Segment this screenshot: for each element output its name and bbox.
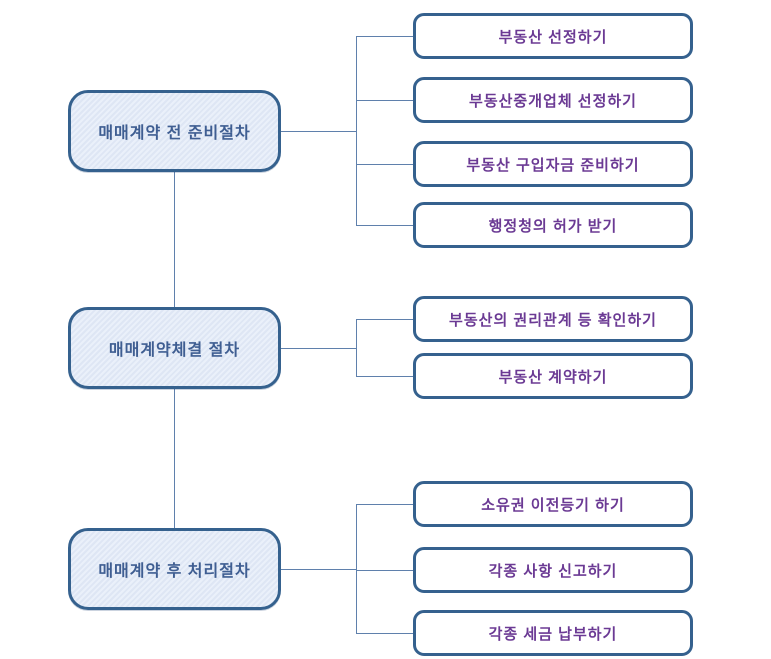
stage-box-contract-conclusion[interactable]: 매매계약체결 절차 — [68, 307, 281, 389]
stage1-step3-stub-line — [356, 164, 413, 165]
stage3-branch-line — [281, 569, 356, 570]
stage2-trunk-line — [356, 319, 357, 377]
stage-box-label: 매매계약 전 준비절차 — [98, 125, 251, 142]
stage1-trunk-line — [356, 36, 357, 226]
stage2-step2-stub-line — [356, 376, 413, 377]
step-box-label: 소유권 이전등기 하기 — [481, 496, 625, 514]
stage3-step2-stub-line — [356, 570, 413, 571]
stage1-branch-line — [281, 131, 356, 132]
stage3-step3-stub-line — [356, 633, 413, 634]
step-box-sign-contract[interactable]: 부동산 계약하기 — [413, 353, 693, 399]
step-box-pay-taxes[interactable]: 각종 세금 납부하기 — [413, 610, 693, 656]
stage-box-post-contract[interactable]: 매매계약 후 처리절차 — [68, 528, 281, 610]
step-box-label: 각종 세금 납부하기 — [488, 625, 618, 643]
step-box-obtain-permission[interactable]: 행정청의 허가 받기 — [413, 202, 693, 248]
step-box-label: 각종 사항 신고하기 — [488, 562, 618, 580]
stage3-step1-stub-line — [356, 504, 413, 505]
step-box-label: 부동산 구입자금 준비하기 — [466, 156, 640, 174]
stage1-step1-stub-line — [356, 36, 413, 37]
step-box-prepare-funds[interactable]: 부동산 구입자금 준비하기 — [413, 141, 693, 187]
step-box-label: 부동산중개업체 선정하기 — [469, 92, 637, 110]
stage-box-label: 매매계약 후 처리절차 — [98, 563, 251, 580]
step-box-report-matters[interactable]: 각종 사항 신고하기 — [413, 547, 693, 593]
step-box-select-agency[interactable]: 부동산중개업체 선정하기 — [413, 77, 693, 123]
stage2-step1-stub-line — [356, 319, 413, 320]
stage1-step2-stub-line — [356, 100, 413, 101]
stage-box-pre-contract[interactable]: 매매계약 전 준비절차 — [68, 90, 281, 172]
stage1-stage2-connector-line — [174, 172, 175, 307]
step-box-label: 행정청의 허가 받기 — [488, 217, 618, 235]
stage3-trunk-line — [356, 504, 357, 633]
step-box-label: 부동산 계약하기 — [498, 368, 608, 386]
step-box-label: 부동산 선정하기 — [498, 28, 608, 46]
stage2-branch-line — [281, 348, 356, 349]
stage2-stage3-connector-line — [174, 389, 175, 528]
step-box-ownership-transfer-registration[interactable]: 소유권 이전등기 하기 — [413, 481, 693, 527]
stage-box-label: 매매계약체결 절차 — [108, 342, 241, 359]
step-box-label: 부동산의 권리관계 등 확인하기 — [449, 311, 657, 329]
stage1-step4-stub-line — [356, 225, 413, 226]
step-box-select-property[interactable]: 부동산 선정하기 — [413, 13, 693, 59]
step-box-check-rights[interactable]: 부동산의 권리관계 등 확인하기 — [413, 296, 693, 342]
